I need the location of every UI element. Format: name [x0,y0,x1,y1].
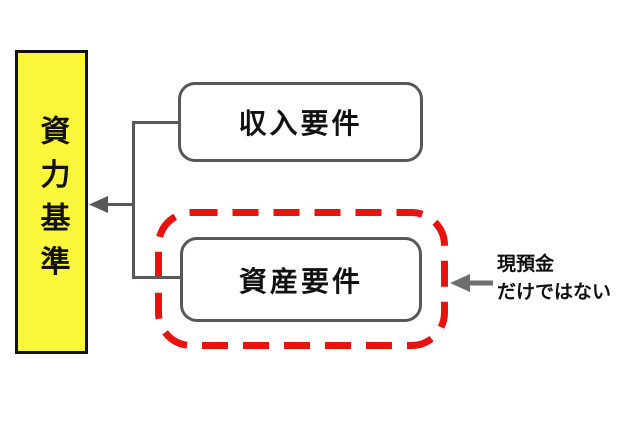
income-requirement-box: 収入要件 [178,82,423,162]
means-criteria-label: 資力基準 [35,115,69,289]
annotation-text: 現預金 だけではない [497,251,611,307]
annotation-line-2: だけではない [497,282,612,303]
bracket-connector [132,121,182,279]
annotation-line-1: 現預金 [497,254,555,275]
income-requirement-label: 収入要件 [238,108,363,139]
asset-requirement-box: 資産要件 [180,237,422,322]
right-arrow-icon [450,274,493,292]
left-arrow-icon [89,196,134,213]
emphasis-dashed-box [155,209,448,349]
means-criteria-box: 資力基準 [15,50,88,354]
asset-requirement-label: 資産要件 [238,265,363,297]
